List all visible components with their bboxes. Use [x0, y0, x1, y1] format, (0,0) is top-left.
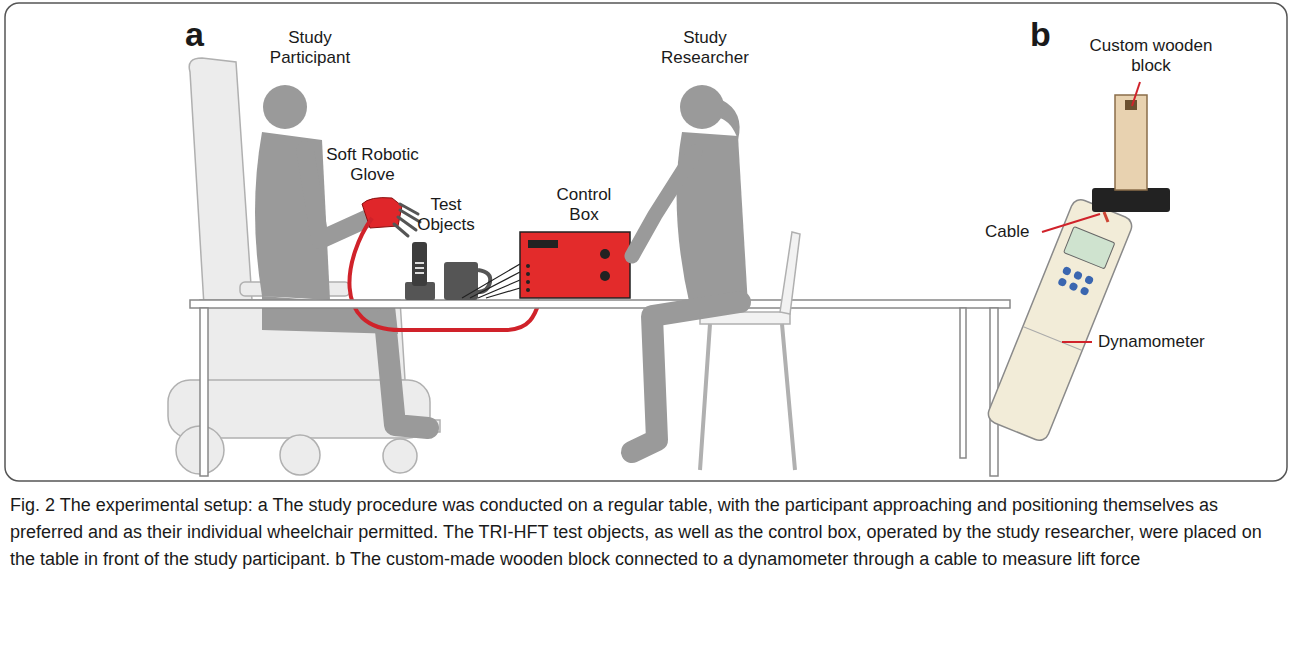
- panel-letter: a: [185, 14, 225, 55]
- researcher-silhouette: [632, 85, 748, 452]
- control-box: [462, 232, 630, 298]
- soft-robotic-glove: [362, 198, 420, 236]
- part-label: Study Participant: [260, 28, 360, 69]
- glove-tubing: [349, 218, 540, 330]
- part-label: Test Objects: [410, 195, 482, 236]
- dynamometer-device: [985, 95, 1170, 443]
- test-objects: [405, 242, 490, 300]
- wheelchair: [168, 58, 440, 475]
- panel-letter: b: [1030, 14, 1070, 55]
- figure-frame: [5, 3, 1287, 481]
- part-label: Soft Robotic Glove: [315, 145, 430, 186]
- part-label: Custom wooden block: [1085, 36, 1217, 77]
- figure-caption: Fig. 2 The experimental setup: a The stu…: [10, 492, 1282, 573]
- part-label: Control Box: [548, 185, 620, 226]
- participant-silhouette: [255, 85, 428, 428]
- part-label: Study Researcher: [655, 28, 755, 69]
- part-label: Dynamometer: [1098, 332, 1228, 352]
- table: [190, 300, 1010, 476]
- leader-lines: [1042, 82, 1140, 342]
- part-label: Cable: [985, 222, 1045, 242]
